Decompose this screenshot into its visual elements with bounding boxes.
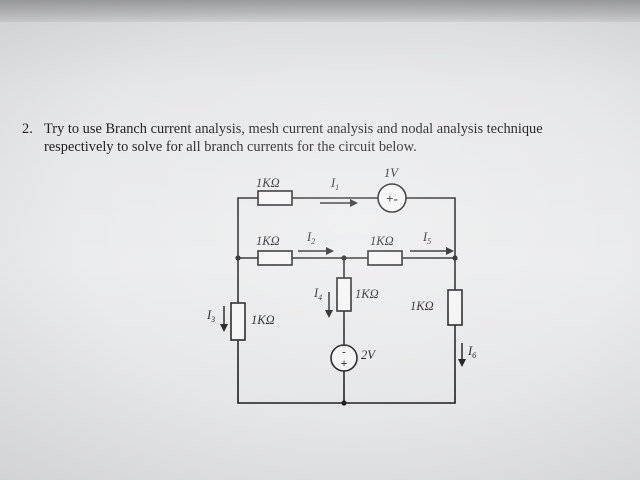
label-source-bottom: 2V xyxy=(361,348,376,362)
label-i6: I6 xyxy=(467,344,476,360)
source-top-polarity: +- xyxy=(386,191,398,206)
junction-center-top xyxy=(341,255,347,261)
label-resistor-mid-left: 1KΩ xyxy=(256,234,280,248)
label-resistor-center: 1KΩ xyxy=(355,287,379,301)
junction-left xyxy=(235,255,241,261)
junction-bottom xyxy=(341,400,347,406)
label-i1: I1 xyxy=(330,176,339,192)
resistor-center xyxy=(336,277,352,312)
label-source-top: 1V xyxy=(384,166,399,180)
arrowhead-i5 xyxy=(446,247,454,255)
resistor-mid-left xyxy=(257,250,293,266)
resistor-mid-right xyxy=(367,250,403,266)
question-number: 2. xyxy=(22,121,33,137)
arrowhead-i3 xyxy=(220,324,228,332)
resistor-top xyxy=(257,190,293,206)
source-bottom-minus: - xyxy=(342,346,346,358)
resistor-left xyxy=(230,302,246,341)
question-line-2: respectively to solve for all branch cur… xyxy=(44,139,417,155)
label-resistor-mid-right: 1KΩ xyxy=(370,234,394,248)
arrowhead-i1 xyxy=(350,199,358,207)
top-edge-shadow xyxy=(0,0,640,22)
arrowhead-i6 xyxy=(458,359,466,367)
label-i3: I3 xyxy=(206,308,215,324)
label-i2: I2 xyxy=(306,230,315,246)
resistor-right xyxy=(447,289,463,326)
question-line-1: Try to use Branch current analysis, mesh… xyxy=(44,121,543,137)
arrowhead-i4 xyxy=(325,310,333,318)
arrowhead-i2 xyxy=(326,247,334,255)
label-resistor-top: 1KΩ xyxy=(256,176,280,190)
label-resistor-right: 1KΩ xyxy=(410,299,434,313)
label-i5: I5 xyxy=(422,230,431,246)
voltage-source-top xyxy=(377,183,407,213)
voltage-source-bottom xyxy=(330,344,358,372)
label-i4: I4 xyxy=(313,286,322,302)
label-resistor-left: 1KΩ xyxy=(251,313,275,327)
source-bottom-plus: + xyxy=(341,356,348,370)
junction-right xyxy=(452,255,458,261)
